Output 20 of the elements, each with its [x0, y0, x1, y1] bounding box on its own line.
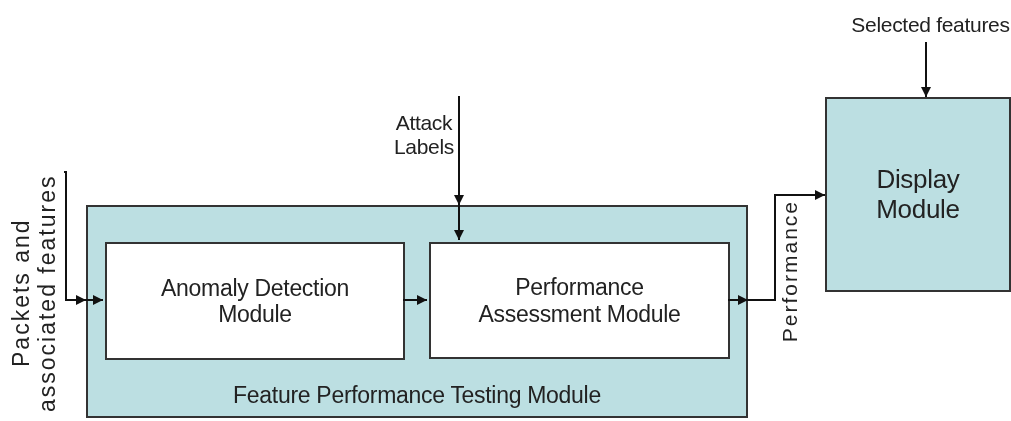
arrow — [921, 41, 931, 98]
input-label: Selected features — [851, 12, 1010, 38]
arrow — [85, 295, 104, 305]
container-title: Feature Performance Testing Module — [233, 381, 601, 410]
module-box — [429, 242, 730, 359]
module-title: Anomaly Detection Module — [160, 274, 350, 328]
arrow — [454, 204, 464, 241]
input-label: Attack Labels — [392, 110, 456, 160]
arrow — [747, 190, 826, 301]
edge-label: Performance — [779, 200, 800, 343]
input-label: Packets and associated features — [8, 173, 61, 414]
arrow — [727, 295, 749, 305]
module-container — [86, 205, 748, 418]
module-box — [825, 97, 1011, 292]
module-box — [105, 242, 405, 360]
arrow — [402, 295, 428, 305]
arrow — [454, 95, 464, 206]
module-title: Display Module — [875, 164, 961, 225]
module-title: Performance Assessment Module — [477, 274, 682, 327]
arrow — [63, 171, 87, 305]
